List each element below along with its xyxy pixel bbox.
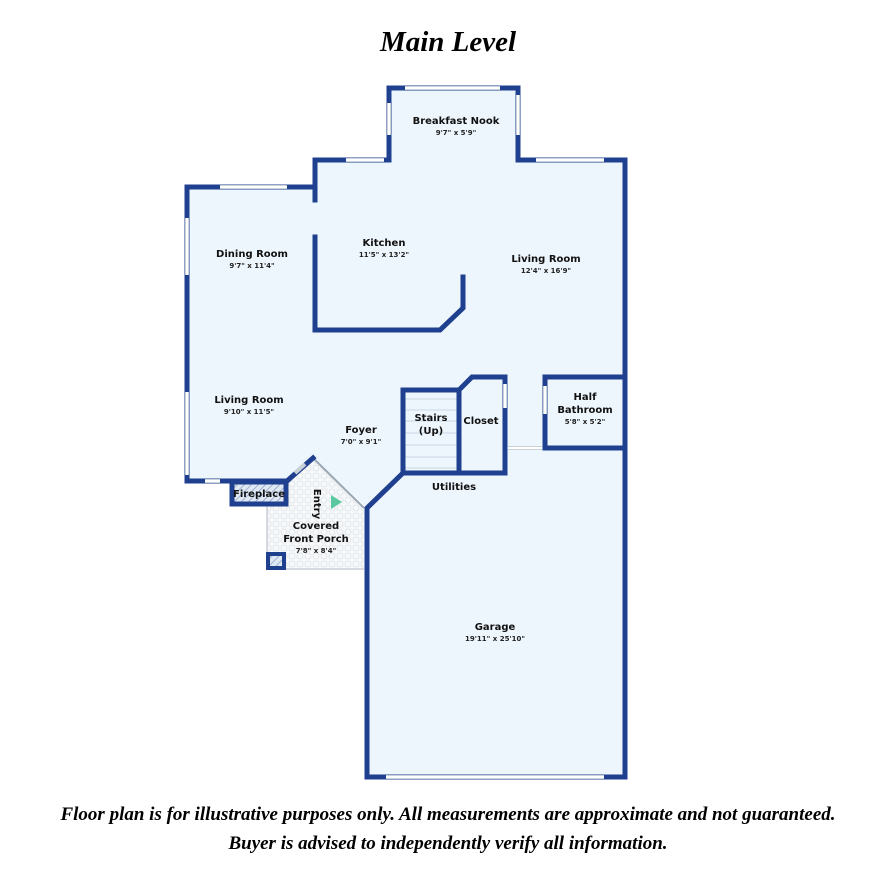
room-dims: 9'10" x 11'5" bbox=[224, 408, 274, 416]
room-name: Entry bbox=[311, 489, 322, 520]
disclaimer: Floor plan is for illustrative purposes … bbox=[60, 804, 836, 854]
stairs-treads bbox=[405, 398, 457, 469]
room-name: Front Porch bbox=[283, 534, 349, 545]
room-name: Dining Room bbox=[216, 249, 288, 260]
room-name: Garage bbox=[475, 622, 516, 633]
room-dims: 7'8" x 8'4" bbox=[296, 547, 336, 555]
porch-edge bbox=[312, 457, 365, 509]
room-dims: 7'0" x 9'1" bbox=[341, 438, 381, 446]
room-name: Bathroom bbox=[557, 405, 612, 416]
room-dims: 11'5" x 13'2" bbox=[359, 251, 409, 259]
room-name: Stairs bbox=[414, 413, 447, 424]
room-dims: 9'7" x 5'9" bbox=[436, 129, 476, 137]
room-name: Living Room bbox=[511, 254, 580, 265]
room-name: Covered bbox=[293, 521, 339, 532]
entry-arrow-icon bbox=[331, 495, 342, 509]
room-name: Half bbox=[574, 392, 598, 403]
room-name: Living Room bbox=[214, 395, 283, 406]
room-name: Foyer bbox=[345, 425, 377, 436]
room-dims: 9'7" x 11'4" bbox=[229, 262, 274, 270]
room-name: Kitchen bbox=[363, 238, 406, 249]
room-name: Utilities bbox=[432, 482, 476, 493]
room-dims: 19'11" x 25'10" bbox=[465, 635, 525, 643]
room-name: Fireplace bbox=[233, 489, 285, 500]
room-name: Breakfast Nook bbox=[413, 116, 500, 127]
room-dims: 5'8" x 5'2" bbox=[565, 418, 605, 426]
porch-floor bbox=[267, 458, 364, 569]
porch-post bbox=[266, 552, 286, 570]
room-name: Closet bbox=[463, 416, 498, 427]
room-dims: 12'4" x 16'9" bbox=[521, 267, 571, 275]
windows bbox=[185, 86, 604, 779]
page-title: Main Level bbox=[379, 26, 517, 58]
room-name: (Up) bbox=[419, 426, 443, 437]
